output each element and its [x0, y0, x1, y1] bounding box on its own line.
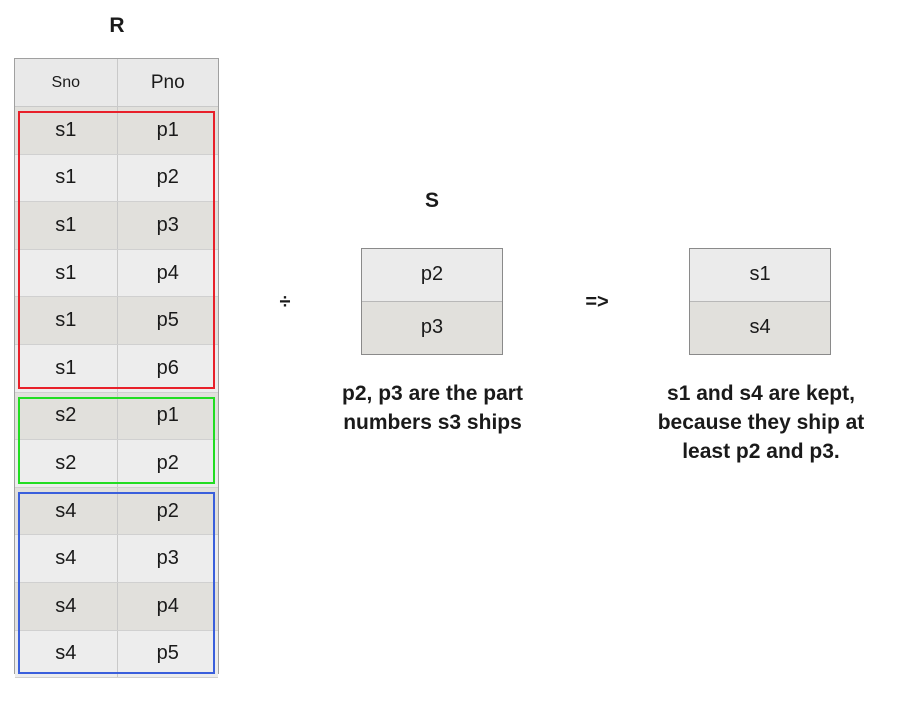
- column-header-pno: Pno: [116, 59, 219, 106]
- cell-pno: p1: [116, 107, 219, 154]
- cell-sno: s1: [55, 356, 77, 379]
- relation-s-title: S: [424, 189, 439, 212]
- cell-pno: p2: [116, 440, 219, 487]
- cell-sno: s1: [55, 261, 77, 284]
- relation-s-row: p3: [362, 301, 502, 354]
- relation-r-row: s1 p3: [15, 202, 218, 250]
- cell-sno: s1: [55, 309, 77, 332]
- cell-sno: s1: [55, 166, 77, 189]
- cell-pno: p4: [116, 583, 219, 630]
- relation-r-row: s2 p2: [15, 440, 218, 488]
- result-caption: s1 and s4 are kept, because they ship at…: [615, 379, 907, 466]
- relation-r-row: s1 p5: [15, 297, 218, 345]
- relation-r-table: Sno Pno s1 p1 s1 p2 s1 p3 s1 p4 s1 p5 s1 p6 s2 p1 s2 p2…: [14, 58, 219, 679]
- caption-line: numbers s3 ships: [343, 411, 522, 434]
- relation-r-title: R: [109, 14, 125, 37]
- division-operator: ÷: [279, 291, 291, 313]
- cell-pno: p6: [116, 345, 219, 392]
- caption-line: least p2 and p3.: [682, 440, 840, 463]
- cell-pno: p2: [116, 487, 219, 535]
- cell-pno: p3: [116, 535, 219, 582]
- cell-sno: s1: [55, 118, 77, 141]
- cell-pno: p5: [116, 630, 219, 678]
- cell-pno: p1: [116, 392, 219, 440]
- relation-r-row: s4 p4: [15, 583, 218, 631]
- relation-r-row: s4 p3: [15, 535, 218, 583]
- caption-line: p2, p3 are the part: [342, 382, 523, 405]
- cell-pno: p4: [116, 249, 219, 297]
- cell-pno: p5: [116, 297, 219, 344]
- relation-r-header: Sno Pno: [15, 59, 218, 107]
- relation-s-table: p2 p3: [361, 248, 503, 355]
- column-header-sno: Sno: [51, 73, 80, 91]
- relation-s-row: p2: [362, 249, 502, 302]
- cell-sno: s1: [55, 213, 77, 236]
- cell-pno: p2: [116, 154, 219, 202]
- result-arrow: =>: [585, 291, 609, 313]
- cell-sno: s4: [55, 594, 77, 617]
- relation-r-row: s1 p2: [15, 154, 219, 203]
- caption-line: because they ship at: [657, 411, 865, 434]
- cell-pno: p3: [116, 202, 219, 249]
- relation-r-row: s2 p1: [15, 392, 219, 441]
- relation-r-row: s1 p4: [15, 249, 219, 298]
- relation-r-row: s1 p1: [15, 107, 218, 155]
- cell-sno: s2: [55, 404, 77, 427]
- cell-sno: s4: [55, 499, 77, 522]
- relation-r-row: s4 p2: [15, 487, 219, 536]
- cell-sno: s4: [55, 547, 77, 570]
- relation-s-caption: p2, p3 are the part numbers s3 ships: [290, 379, 575, 437]
- result-row: s1: [690, 249, 830, 302]
- caption-line: s1 and s4 are kept,: [667, 382, 855, 405]
- relation-r-row: s4 p5: [15, 630, 219, 679]
- cell-sno: s2: [55, 451, 77, 474]
- relation-r-row: s1 p6: [15, 345, 218, 393]
- result-row: s4: [690, 301, 830, 354]
- result-table: s1 s4: [689, 248, 831, 355]
- cell-sno: s4: [55, 642, 77, 665]
